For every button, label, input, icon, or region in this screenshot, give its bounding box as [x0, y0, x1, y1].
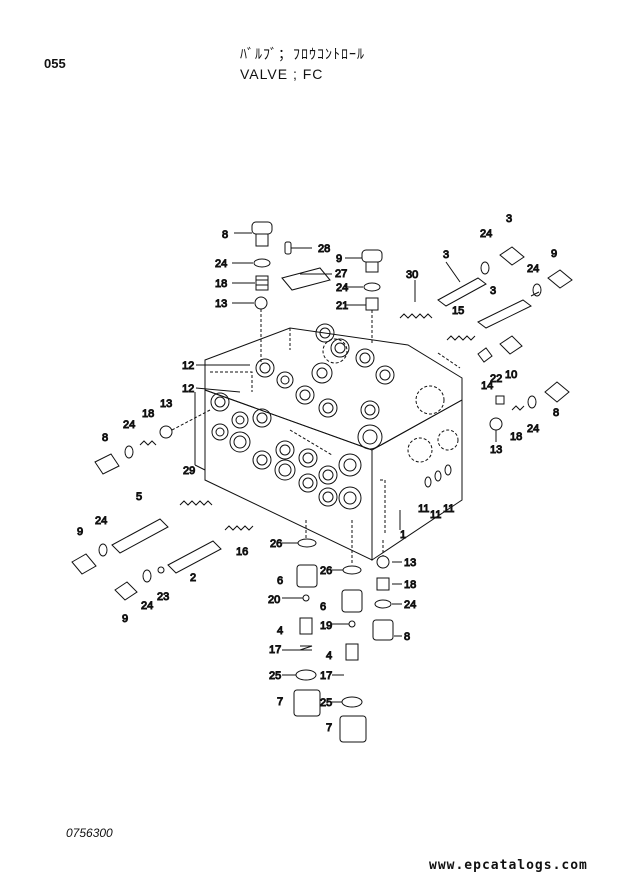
callout: 11: [430, 509, 441, 521]
part-14: [477, 347, 493, 363]
callout: 24: [480, 228, 492, 240]
callout: 25: [320, 697, 332, 709]
callout: 8: [102, 432, 108, 444]
callout: 8: [404, 631, 410, 643]
spring-30-spool-3: [399, 246, 525, 319]
callout: 24: [141, 600, 153, 612]
callout: 18: [215, 278, 227, 290]
callout: 3: [443, 249, 449, 261]
bottom-right-stack: [339, 520, 367, 743]
callout: 20: [268, 594, 280, 606]
callout: 2: [190, 572, 196, 584]
valve-body: [194, 323, 463, 561]
callout: 3: [490, 285, 496, 297]
callout: 18: [142, 408, 154, 420]
callout: 3: [506, 213, 512, 225]
callout: 8: [553, 407, 559, 419]
callout: 13: [490, 444, 502, 456]
right-spool-and-plug: [477, 269, 573, 329]
bottom-far-right-stack: [372, 540, 394, 641]
plug-part-10: [499, 335, 523, 355]
callout: 24: [95, 515, 107, 527]
plug-part-9-bottom-left: [114, 581, 138, 601]
callout: 12: [182, 360, 194, 372]
pin-part-28: [284, 241, 292, 255]
spring-part-15: [446, 335, 476, 341]
callout: 30: [406, 269, 418, 281]
top-center-plug-stack: [345, 249, 383, 345]
callout: 13: [404, 557, 416, 569]
bottom-left-stack: [293, 520, 321, 717]
callout: 8: [222, 229, 228, 241]
callout: 6: [277, 575, 283, 587]
callout: 24: [123, 419, 135, 431]
callout: 9: [122, 613, 128, 625]
callout: 24: [527, 263, 539, 275]
left-plug-stack: [94, 409, 211, 475]
callout: 9: [336, 253, 342, 265]
title-japanese: ﾊﾞﾙﾌﾞ；ﾌﾛｳｺﾝﾄﾛｰﾙ: [240, 46, 365, 62]
callout: 4: [277, 625, 283, 637]
callout: 5: [136, 491, 142, 503]
spool-part-2: [167, 540, 222, 574]
callout: 11: [418, 503, 429, 515]
callout: 13: [160, 398, 172, 410]
callout: 24: [527, 423, 539, 435]
callout: 16: [236, 546, 248, 558]
callout: 13: [215, 298, 227, 310]
callout: 24: [215, 258, 227, 270]
callout: 9: [77, 526, 83, 538]
callout: 26: [270, 538, 282, 550]
callout: 24: [336, 282, 348, 294]
callout: 19: [320, 620, 332, 632]
callout: 18: [510, 431, 522, 443]
callout: 14: [481, 380, 493, 392]
callout: 4: [326, 650, 332, 662]
callout: 28: [318, 243, 330, 255]
callout: 7: [326, 722, 332, 734]
callout: 17: [269, 644, 281, 656]
callout: 12: [182, 383, 194, 395]
callout: 1: [400, 529, 406, 541]
page-number: 055: [44, 56, 66, 71]
title-english: VALVE ; FC: [240, 66, 324, 82]
callout: 22: [490, 373, 502, 385]
callout: 26: [320, 565, 332, 577]
callout: 11: [443, 503, 454, 515]
plate-part-27: [281, 267, 331, 291]
callout: 24: [404, 599, 416, 611]
spring-part-29: [179, 500, 213, 506]
callout: 10: [505, 369, 517, 381]
callout: 7: [277, 696, 283, 708]
callout: 15: [452, 305, 464, 317]
spool-part-5: [111, 518, 169, 554]
watermark-link[interactable]: www.epcatalogs.com: [429, 858, 588, 873]
callout: 27: [335, 268, 347, 280]
document-code: 0756300: [66, 826, 113, 840]
callout: 21: [336, 300, 348, 312]
right-plug-stack: [489, 381, 570, 431]
callout: 23: [157, 591, 169, 603]
callout: 17: [320, 670, 332, 682]
callout: 6: [320, 601, 326, 613]
callout: 25: [269, 670, 281, 682]
callout: 29: [183, 465, 195, 477]
top-left-plug-stack: [232, 221, 273, 362]
callout: 9: [551, 248, 557, 260]
callout: 18: [404, 579, 416, 591]
plug-part-9-lower-left: [71, 553, 97, 575]
spring-part-16: [224, 525, 254, 531]
